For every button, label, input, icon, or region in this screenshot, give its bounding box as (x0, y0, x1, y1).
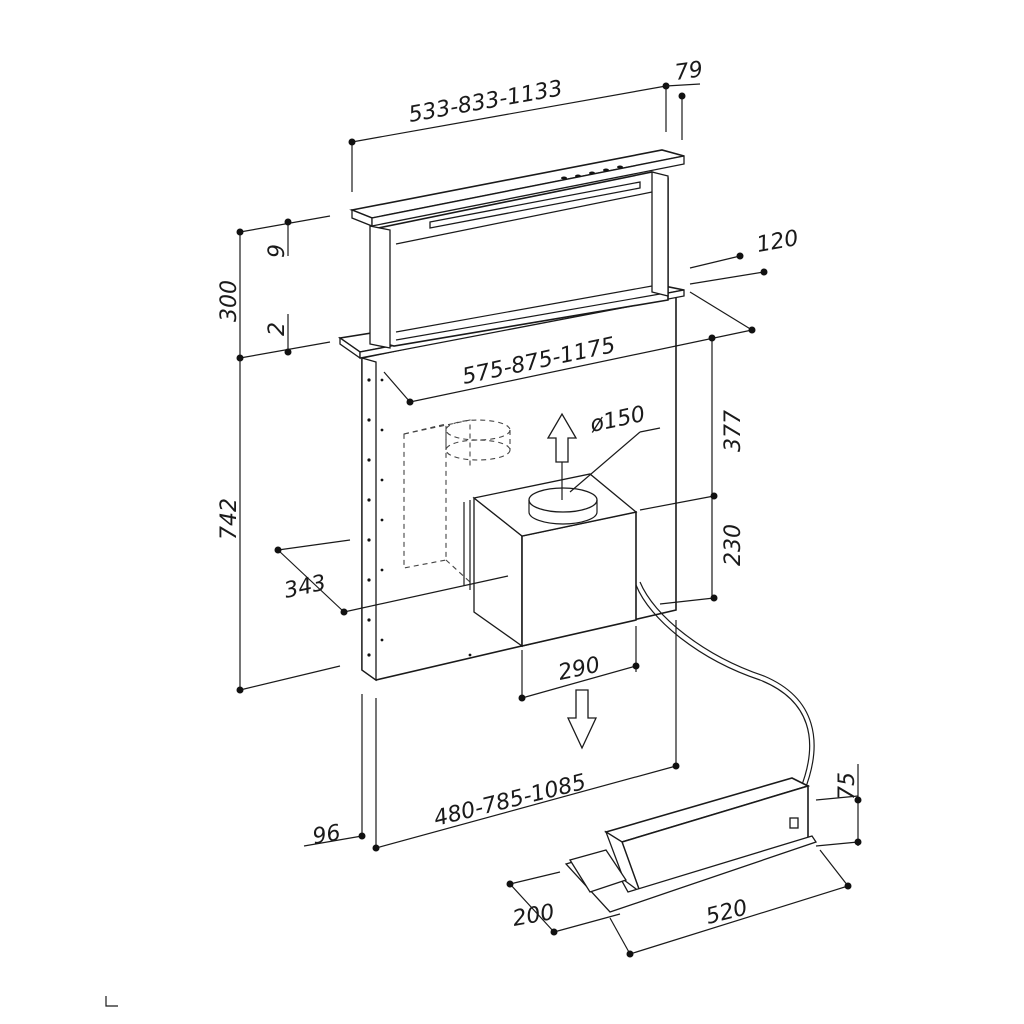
dim-head-gap: 9 (265, 244, 290, 258)
dim-total-height-upper: 300 (217, 280, 242, 322)
dim-blower-height: 230 (721, 524, 746, 566)
power-cable (635, 584, 811, 791)
glass-bottom-line (395, 285, 653, 333)
dim-lower-gap: 2 (265, 322, 290, 336)
glass-inner-line (395, 191, 653, 245)
motor-small-box (568, 849, 628, 893)
motor-box (564, 777, 818, 913)
main-body-side (361, 357, 377, 682)
control-buttons (561, 165, 623, 180)
alternate-blower-position (403, 419, 511, 583)
dim-motor-height: 75 (835, 772, 860, 800)
glass-panel-frame-left (369, 225, 391, 349)
hood-assembly (337, 149, 818, 913)
air-flow-down-arrow (566, 689, 598, 750)
dim-right-upper-height: 377 (721, 410, 746, 452)
dim-blower-offset: 343 (282, 571, 328, 604)
dim-motor-width: 520 (703, 895, 750, 929)
blower-outlet-collar (528, 487, 598, 513)
dim-right-offset: 120 (755, 226, 801, 258)
intake-slot (429, 181, 641, 229)
dim-top-depth: 79 (673, 57, 704, 86)
body-screw-holes (367, 378, 602, 657)
dimension-lines (105, 82, 862, 1007)
glass-panel-frame-right (651, 171, 669, 297)
dim-bottom-width: 480-785-1085 (431, 770, 588, 832)
dim-bottom-depth: 96 (311, 820, 343, 849)
blower-unit (463, 473, 638, 648)
dim-body-height: 742 (217, 498, 242, 540)
air-flow-up-arrow (546, 412, 578, 500)
dim-top-width: 533-833-1133 (407, 76, 565, 128)
dim-blower-width: 290 (556, 653, 602, 686)
